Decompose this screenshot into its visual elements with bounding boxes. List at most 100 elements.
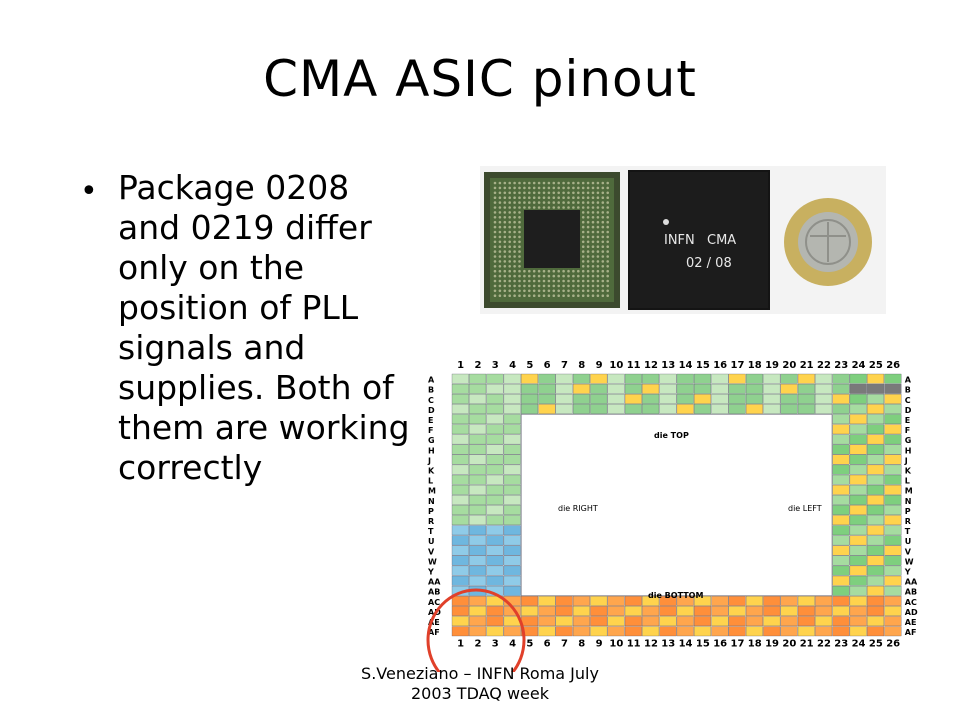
pin-cell <box>590 606 608 616</box>
pin-cell <box>486 515 504 526</box>
column-label-bottom: 25 <box>869 639 883 650</box>
pin-cell <box>469 484 487 495</box>
column-label-top: 8 <box>578 360 585 371</box>
column-label-top: 25 <box>869 360 883 371</box>
bullet-text: Package 0208 and 0219 differ only on the… <box>118 168 410 487</box>
pin-cell <box>538 596 556 606</box>
pin-cell <box>780 606 798 616</box>
pin-cell <box>469 454 487 465</box>
column-label-bottom: 13 <box>661 639 675 650</box>
pin-cell <box>815 404 833 414</box>
pin-cell <box>832 474 850 485</box>
pin-cell <box>555 404 573 414</box>
pin-cell <box>745 616 763 627</box>
pin-cell <box>503 454 521 465</box>
pin-cell <box>486 424 504 435</box>
column-label-top: 7 <box>561 360 568 371</box>
pin-cell <box>849 434 867 445</box>
pin-cell <box>676 596 694 606</box>
pin-cell <box>849 495 867 505</box>
pin-cell <box>711 596 729 606</box>
pin-cell <box>849 454 867 465</box>
pin-cell <box>745 373 763 384</box>
column-label-bottom: 6 <box>544 639 551 650</box>
pin-cell <box>694 606 712 616</box>
column-label-bottom: 18 <box>748 639 762 650</box>
pin-cell <box>797 606 815 616</box>
pin-cell <box>832 596 850 606</box>
pin-cell <box>832 626 850 637</box>
row-label-right: C <box>905 396 911 405</box>
row-label-right: J <box>904 456 908 465</box>
pin-cell <box>555 383 573 394</box>
pin-cell <box>884 565 902 576</box>
column-label-bottom: 16 <box>713 639 727 650</box>
pin-cell <box>486 545 504 556</box>
pin-cell <box>849 575 867 586</box>
pin-cell <box>832 464 850 475</box>
pin-cell <box>832 505 850 515</box>
row-label-left: F <box>428 426 433 435</box>
pin-cell <box>572 373 590 384</box>
pin-cell <box>711 616 729 627</box>
pin-cell <box>884 373 902 384</box>
pin-cell <box>469 495 487 505</box>
row-label-right: AF <box>905 628 917 637</box>
row-label-left: AC <box>428 598 440 607</box>
die-left-label: die LEFT <box>788 504 822 513</box>
pin-cell <box>763 606 781 616</box>
pin-cell <box>555 373 573 384</box>
pin-cell <box>867 616 885 627</box>
pin-cell <box>451 474 469 485</box>
pin-cell <box>832 373 850 384</box>
pin-cell <box>728 626 746 637</box>
pin-cell <box>849 424 867 435</box>
pin-cell <box>503 394 521 404</box>
column-label-top: 17 <box>730 360 744 371</box>
pin-cell <box>486 394 504 404</box>
pin-cell <box>763 373 781 384</box>
pin-cell <box>624 394 642 404</box>
pin-cell <box>797 394 815 404</box>
pin-cell <box>451 525 469 536</box>
pin-cell <box>780 404 798 414</box>
pin-cell <box>451 414 469 425</box>
pin-cell <box>849 555 867 566</box>
pin-cell <box>469 444 487 455</box>
pin-cell <box>486 484 504 495</box>
row-label-left: AA <box>428 578 441 587</box>
pin-cell <box>780 373 798 384</box>
chip-photo: INFN CMA 02 / 08 <box>480 166 886 314</box>
row-label-right: M <box>905 487 913 496</box>
pin-cell <box>572 383 590 394</box>
pin-cell <box>607 596 625 606</box>
pin-cell <box>832 414 850 425</box>
row-label-left: U <box>428 537 435 546</box>
pin-cell <box>538 404 556 414</box>
pin-cell <box>659 626 677 637</box>
row-label-left: M <box>428 487 436 496</box>
pin-cell <box>780 626 798 637</box>
row-label-right: T <box>905 527 911 536</box>
pin-cell <box>867 575 885 586</box>
pin-cell <box>469 626 487 637</box>
pin-cell <box>624 383 642 394</box>
pin-cell <box>521 626 539 637</box>
pin-cell <box>832 585 850 596</box>
pin-cell <box>555 394 573 404</box>
pin-cell <box>590 596 608 606</box>
column-label-bottom: 7 <box>561 639 568 650</box>
pin-cell <box>451 555 469 566</box>
column-label-bottom: 22 <box>817 639 831 650</box>
pin-cell <box>849 606 867 616</box>
column-label-bottom: 12 <box>644 639 658 650</box>
pin-cell <box>884 414 902 425</box>
pin-cell <box>642 383 660 394</box>
pin-cell <box>711 626 729 637</box>
pin-cell <box>694 383 712 394</box>
pin-cell <box>867 383 885 394</box>
pin-cell <box>555 616 573 627</box>
pin-cell <box>763 626 781 637</box>
pin-cell <box>659 394 677 404</box>
